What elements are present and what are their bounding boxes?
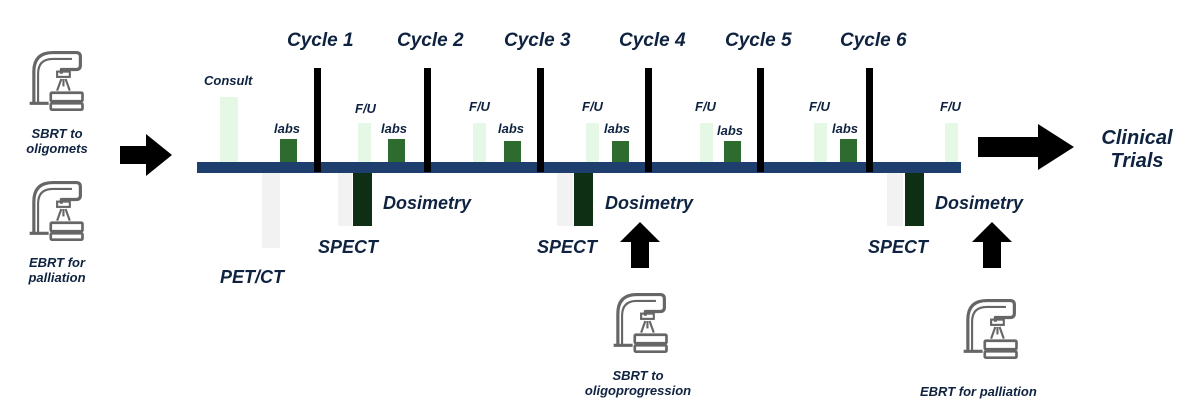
labs-label: labs [717,123,744,138]
followup-bar [700,123,713,162]
petct-bar [262,173,280,248]
followup-label: F/U [940,99,961,114]
dosimetry-label: Dosimetry [935,193,1024,213]
spect-label: SPECT [537,237,598,257]
followup-label: F/U [355,101,376,116]
cycle-label: Cycle 5 [725,30,792,51]
cycle-6-divider [866,68,873,172]
linac-machine-icon [956,290,1022,364]
linac-machine-icon [606,284,672,358]
dosimetry-bar [905,173,924,226]
cycle-label: Cycle 3 [504,30,571,51]
spect-bar [338,173,352,226]
labs-bar [504,141,521,162]
labs-label: labs [498,121,525,136]
spect-bar [887,173,903,226]
cycle-2-divider [424,68,431,172]
cycle-1-divider [314,68,321,172]
up-arrow-icon [972,222,1012,268]
clinical-trials-label: Clinical Trials [1101,127,1173,172]
labs-bar [388,139,405,162]
labs-label: labs [274,121,301,136]
linac-machine-icon [22,42,88,116]
followup-bar [814,123,827,162]
cycle-3-divider [537,68,544,172]
labs-label: labs [381,121,408,136]
consult-label: Consult [204,73,253,88]
sbrt-oligoprogression-label: SBRT to oligoprogression [584,368,692,398]
labs-bar [612,141,629,162]
cycle-label: Cycle 6 [840,30,907,51]
right-arrow-icon [120,134,172,176]
labs-label: labs [832,121,859,136]
cycle-label: Cycle 4 [619,30,686,51]
right-arrow-icon [978,124,1074,170]
labs-bar [724,141,741,162]
dosimetry-bar [574,173,593,226]
spect-bar [557,173,573,226]
left-sbrt-label: SBRT to oligomets [26,126,88,156]
spect-label: SPECT [318,237,379,257]
followup-bar [586,123,599,162]
up-arrow-icon [620,222,660,268]
spect-label: SPECT [868,237,929,257]
cycle-4-divider [645,68,652,172]
linac-machine-icon [22,172,88,246]
labs-bar [280,139,297,162]
cycle-label: Cycle 2 [397,30,464,51]
labs-bar [840,139,857,162]
ebrt-palliation-label: EBRT for palliation [920,384,1037,399]
labs-label: labs [604,121,631,136]
followup-label: F/U [809,99,830,114]
followup-bar [473,123,486,162]
left-ebrt-label: EBRT for palliation [28,255,86,285]
timeline-axis [197,162,961,173]
dosimetry-bar [353,173,372,226]
followup-label: F/U [582,99,603,114]
followup-bar [945,123,958,162]
followup-bar [358,123,371,162]
dosimetry-label: Dosimetry [605,193,694,213]
followup-label: F/U [695,99,716,114]
dosimetry-label: Dosimetry [383,193,472,213]
petct-label: PET/CT [220,267,285,287]
followup-label: F/U [469,99,490,114]
cycle-5-divider [757,68,764,172]
consult-bar [220,97,238,162]
cycle-label: Cycle 1 [287,30,354,51]
